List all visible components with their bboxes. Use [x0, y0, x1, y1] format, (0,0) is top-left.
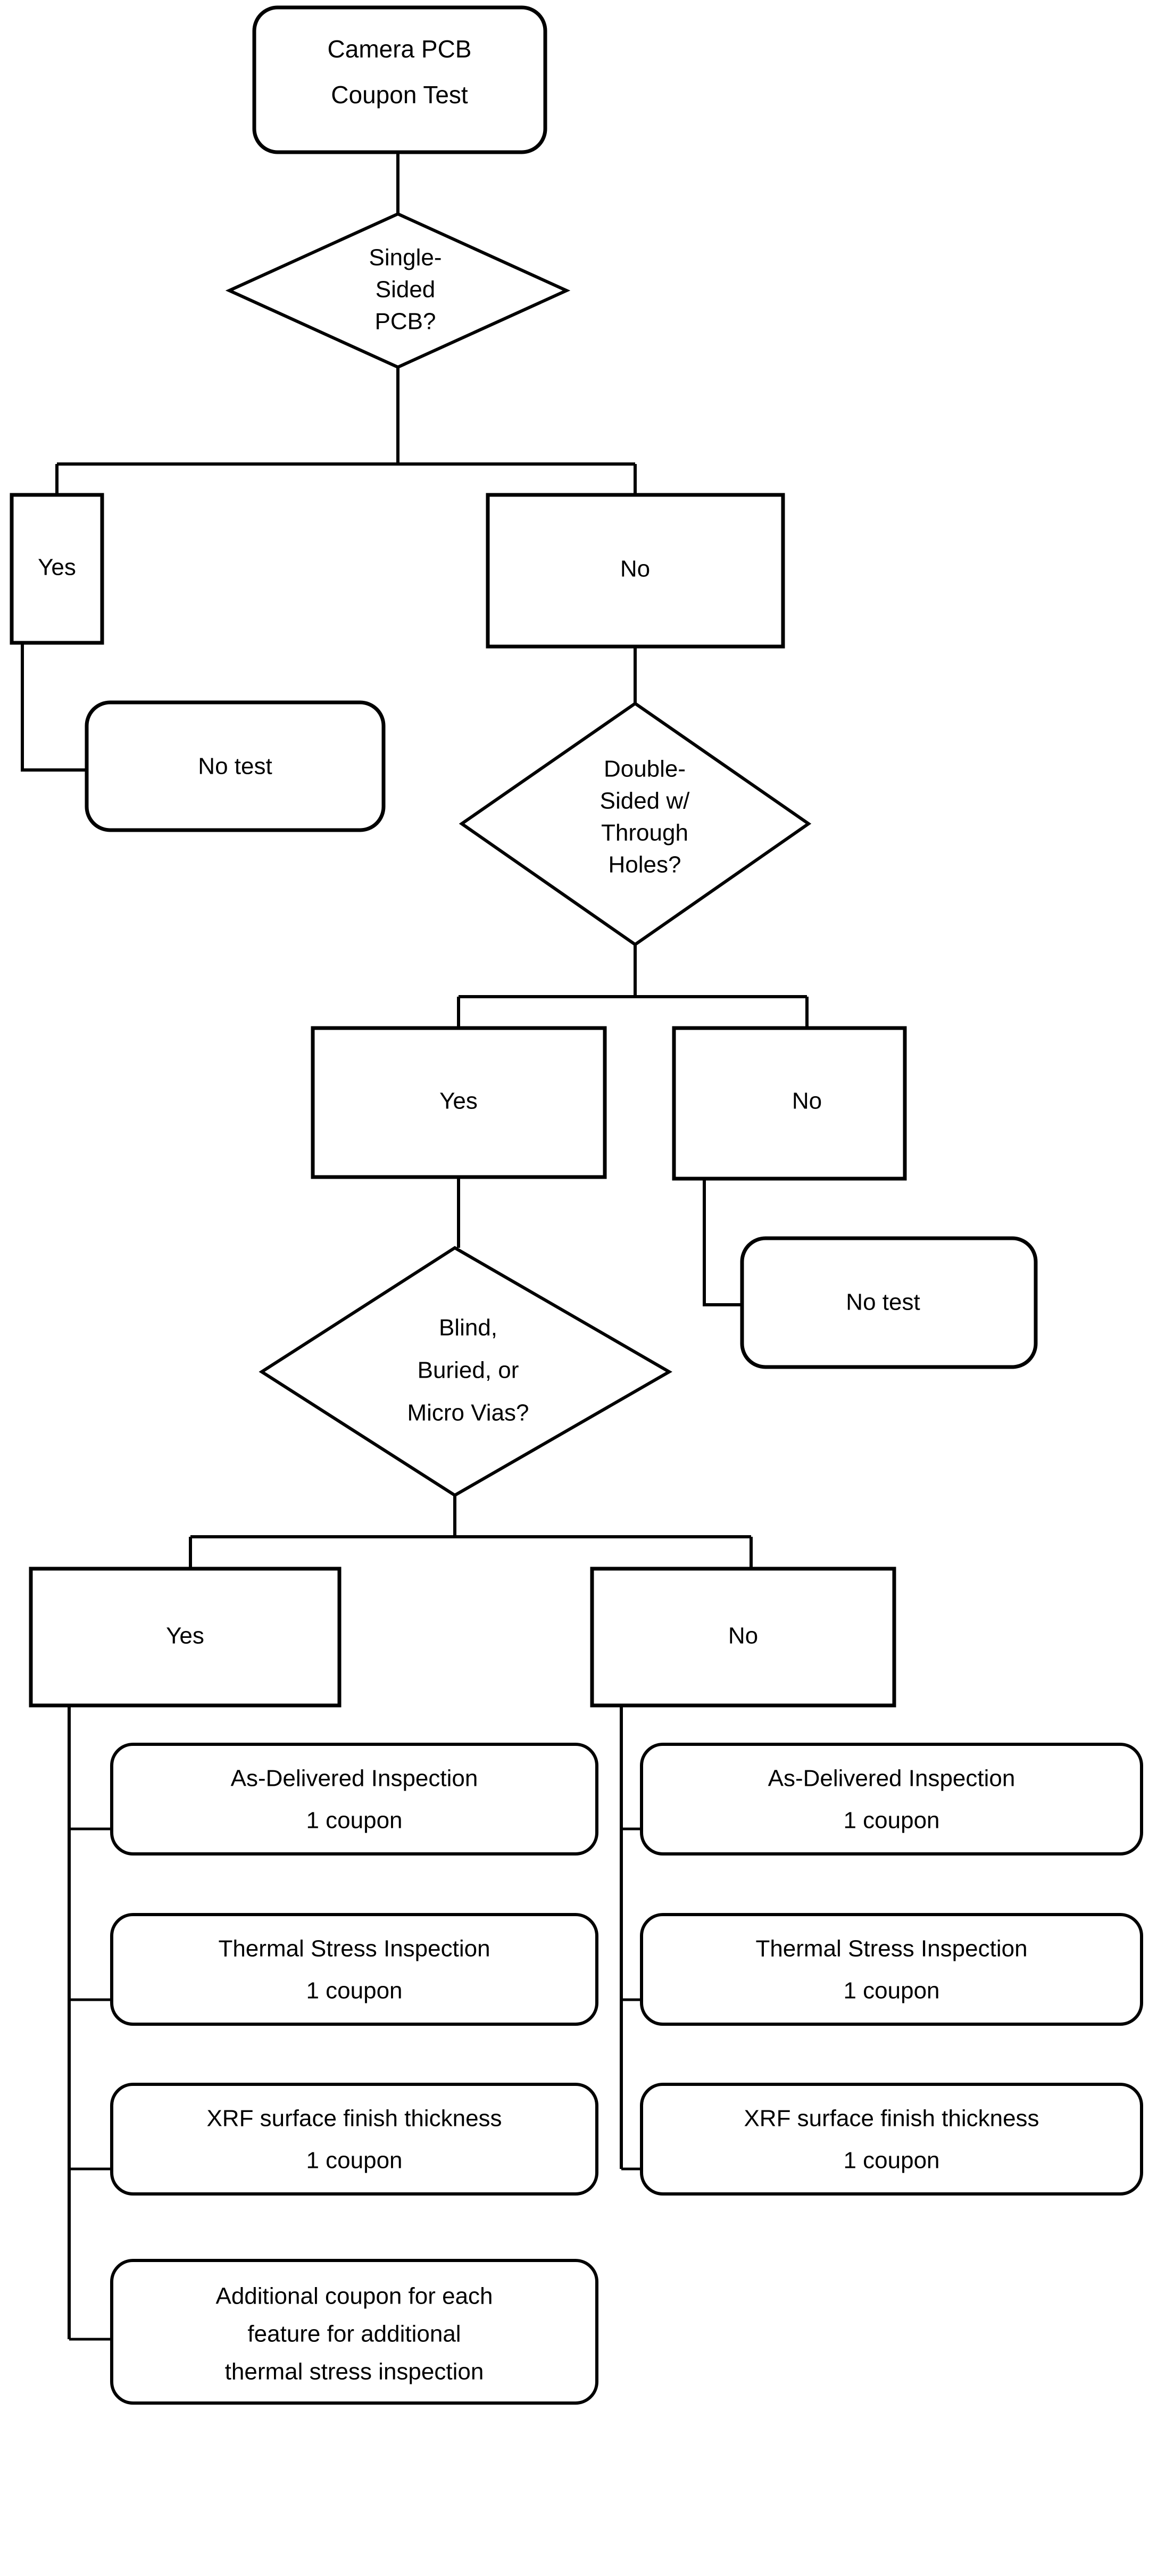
result-yes-2[interactable]: Thermal Stress Inspection 1 coupon	[110, 1913, 598, 2026]
result-no-3-shape	[640, 2083, 1143, 2196]
node-decision1-no[interactable]: No	[486, 493, 785, 649]
decision1-label-line2: Sided	[376, 277, 436, 303]
node-decision3-yes[interactable]: Yes	[29, 1567, 342, 1708]
result-no-3-line1: XRF surface finish thickness	[744, 2106, 1039, 2132]
result-yes-2-line1: Thermal Stress Inspection	[218, 1936, 490, 1962]
decision2-no-label: No	[792, 1088, 822, 1114]
node-decision-blind-buried-micro-vias[interactable]: Blind, Buried, or Micro Vias?	[259, 1246, 673, 1497]
connector-layer	[21, 152, 809, 2341]
decision1-yes-shape	[10, 493, 104, 645]
result-yes-4-line1: Additional coupon for each	[215, 2283, 493, 2309]
decision2-label-line1: Double-	[604, 756, 686, 782]
decision1-no-test-label: No test	[198, 753, 272, 780]
result-yes-1[interactable]: As-Delivered Inspection 1 coupon	[110, 1743, 598, 1856]
node-decision2-no[interactable]: No	[672, 1026, 907, 1181]
decision2-shape	[459, 701, 812, 947]
result-yes-1-line2: 1 coupon	[306, 1808, 402, 1834]
start-node-label-line2: Coupon Test	[331, 81, 468, 109]
start-node-shape	[252, 5, 547, 154]
decision1-no-test-shape	[85, 700, 386, 832]
decision2-label-line4: Holes?	[609, 852, 681, 878]
result-no-2-shape	[640, 1913, 1143, 2026]
result-no-1-line1: As-Delivered Inspection	[768, 1766, 1015, 1792]
result-yes-3-line1: XRF surface finish thickness	[206, 2106, 502, 2132]
decision3-no-label: No	[728, 1623, 758, 1649]
decision2-no-shape	[672, 1026, 907, 1181]
decision2-yes-shape	[311, 1026, 607, 1179]
result-yes-1-shape	[110, 1743, 598, 1856]
result-no-3-line2: 1 coupon	[843, 2148, 939, 2174]
result-no-1-line2: 1 coupon	[843, 1808, 939, 1834]
decision2-yes-label: Yes	[439, 1088, 478, 1114]
result-no-2[interactable]: Thermal Stress Inspection 1 coupon	[640, 1913, 1143, 2026]
result-no-2-line1: Thermal Stress Inspection	[755, 1936, 1027, 1962]
decision3-label-line2: Buried, or	[418, 1357, 519, 1384]
decision2-label-line3: Through	[601, 820, 688, 846]
result-no-3[interactable]: XRF surface finish thickness 1 coupon	[640, 2083, 1143, 2196]
connector-no2-to-notest2	[703, 1179, 742, 1306]
result-yes-2-shape	[110, 1913, 598, 2026]
result-yes-4-line3: thermal stress inspection	[225, 2359, 484, 2385]
result-yes-2-line2: 1 coupon	[306, 1978, 402, 2004]
decision3-shape	[259, 1246, 673, 1497]
decision3-label-line1: Blind,	[439, 1315, 497, 1341]
decision1-yes-label: Yes	[38, 554, 76, 581]
decision3-label-line3: Micro Vias?	[407, 1400, 529, 1426]
node-decision-double-sided-through-holes[interactable]: Double- Sided w/ Through Holes?	[459, 701, 812, 947]
node-decision-single-sided[interactable]: Single- Sided PCB?	[225, 212, 571, 369]
result-no-2-line2: 1 coupon	[843, 1978, 939, 2004]
result-yes-1-line1: As-Delivered Inspection	[231, 1766, 478, 1792]
node-decision1-yes[interactable]: Yes	[10, 493, 104, 645]
node-start[interactable]: Camera PCB Coupon Test	[252, 5, 547, 154]
decision2-label-line2: Sided w/	[600, 788, 690, 814]
node-decision2-no-test[interactable]: No test	[740, 1236, 1038, 1369]
start-node-label-line1: Camera PCB	[328, 35, 472, 63]
result-yes-4[interactable]: Additional coupon for each feature for a…	[110, 2259, 598, 2405]
decision1-label-line1: Single-	[369, 245, 442, 271]
decision2-no-test-shape	[740, 1236, 1038, 1369]
result-no-1-shape	[640, 1743, 1143, 1856]
decision1-label-line3: PCB?	[375, 309, 436, 335]
result-yes-3-shape	[110, 2083, 598, 2196]
connector-yes1-to-notest1	[21, 643, 87, 772]
decision2-no-test-label: No test	[846, 1289, 920, 1315]
result-yes-4-shape	[110, 2259, 598, 2405]
decision1-shape	[225, 212, 571, 369]
decision3-yes-label: Yes	[166, 1623, 204, 1649]
decision3-no-shape	[590, 1567, 896, 1708]
decision1-no-shape	[486, 493, 785, 649]
result-yes-3-line2: 1 coupon	[306, 2148, 402, 2174]
result-yes-3[interactable]: XRF surface finish thickness 1 coupon	[110, 2083, 598, 2196]
decision3-yes-shape	[29, 1567, 342, 1708]
node-decision1-no-test[interactable]: No test	[85, 700, 386, 832]
result-no-1[interactable]: As-Delivered Inspection 1 coupon	[640, 1743, 1143, 1856]
node-decision3-no[interactable]: No	[590, 1567, 896, 1708]
node-decision2-yes[interactable]: Yes	[311, 1026, 607, 1179]
decision1-no-label: No	[620, 556, 650, 582]
result-yes-4-line2: feature for additional	[247, 2321, 461, 2347]
